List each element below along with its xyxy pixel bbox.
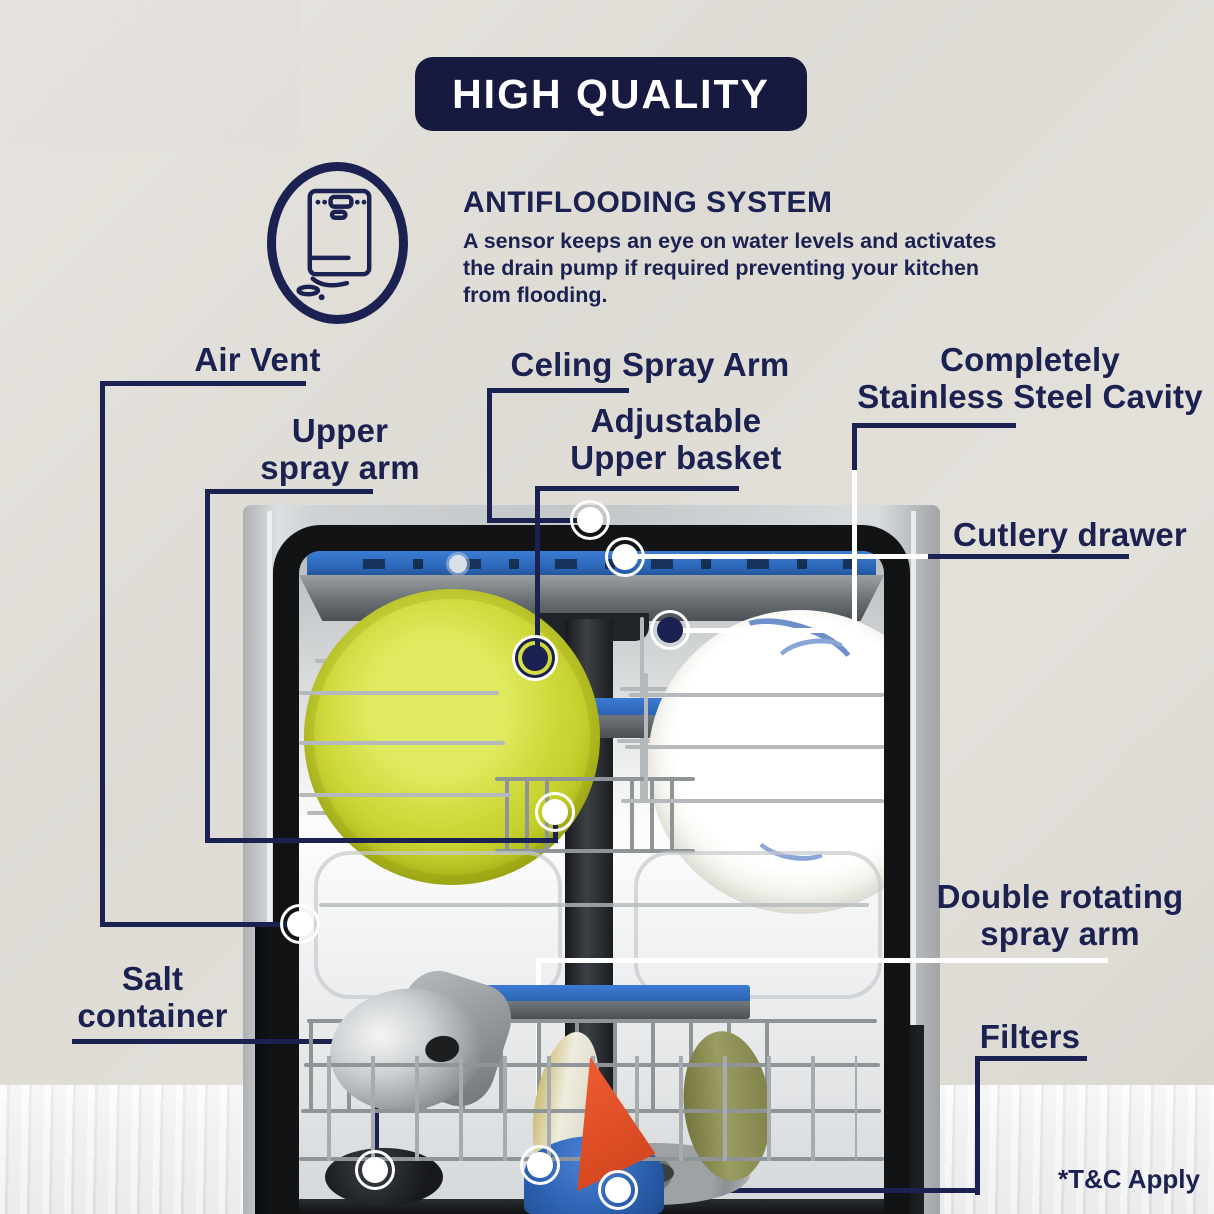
feature-description: A sensor keeps an eye on water levels an…: [463, 228, 1023, 309]
label-air-vent: Air Vent: [194, 341, 321, 378]
label-upper-spray-arm: Upper spray arm: [260, 412, 420, 486]
callout-line-stainless-cavity: [852, 423, 857, 473]
feature-description-line: the drain pump if required preventing yo…: [463, 256, 980, 280]
dishwasher-opening-frame: [273, 525, 910, 1214]
callout-dot-filters: [598, 1170, 638, 1210]
callout-dot-salt-container: [355, 1150, 395, 1190]
callout-line-ceiling-spray-arm: [487, 518, 582, 523]
cup-cage-wire: [525, 779, 529, 851]
callout-dot-upper-spray-arm: [535, 792, 575, 832]
lower-rack-handle: [440, 985, 750, 1019]
callout-dot-ceiling-spray-arm: [570, 500, 610, 540]
callout-line-salt-container: [72, 1039, 378, 1044]
body-highlight-left: [267, 511, 272, 1214]
antiflooding-dishwasher-icon: [267, 162, 408, 324]
callout-dot-air-vent: [280, 904, 320, 944]
dishwasher-photo: [243, 505, 940, 1214]
label-salt-container: Salt container: [77, 960, 228, 1034]
label-ceiling-spray-arm: Celing Spray Arm: [510, 346, 790, 383]
feature-title: ANTIFLOODING SYSTEM: [463, 186, 833, 219]
callout-line-ceiling-spray-arm: [487, 388, 629, 393]
callout-line-air-vent: [100, 381, 105, 927]
label-cutlery-drawer: Cutlery drawer: [953, 516, 1187, 553]
feature-description-line: A sensor keeps an eye on water levels an…: [463, 229, 997, 253]
callout-line-adjustable-upper-basket: [535, 486, 540, 651]
rack-front-wire: [644, 673, 648, 803]
rack-front-wire: [625, 745, 884, 749]
feature-description-line: from flooding.: [463, 283, 608, 307]
callout-line-filters: [975, 1056, 980, 1195]
cup-cage-wire: [630, 779, 634, 851]
cup-cage-wire: [505, 779, 509, 851]
stainless-cavity: [299, 551, 884, 1214]
callout-line-air-vent: [100, 922, 290, 927]
rack-front-wire: [299, 793, 511, 797]
rack-front-wire: [629, 693, 884, 697]
cup-cage-wire: [670, 779, 674, 851]
callout-dot-cutlery-drawer: [605, 537, 645, 577]
label-adjustable-upper-basket: Adjustable Upper basket: [570, 402, 782, 476]
callout-line-upper-spray-arm: [205, 838, 557, 843]
rack-front-wire: [299, 741, 505, 745]
callout-line-cutlery-drawer: [925, 554, 1129, 559]
callout-dot-adjustable-upper-basket: [515, 638, 555, 678]
callout-line-cutlery-drawer-white: [633, 554, 928, 559]
callout-line-adjustable-upper-basket: [535, 486, 739, 491]
cup-cage-wire: [650, 779, 654, 851]
callout-line-stainless-cavity-white: [678, 628, 857, 633]
wall-texture: [0, 0, 300, 150]
callout-dot-stainless-cavity: [650, 610, 690, 650]
mid-rail-wire: [319, 903, 869, 907]
callout-line-double-rotating-white: [538, 958, 1108, 963]
cutlery-silhouettes: [327, 559, 857, 569]
rack-front-wire: [621, 799, 884, 803]
handle-blue-strip: [440, 985, 750, 1001]
green-plate: [304, 589, 600, 885]
callout-line-ceiling-spray-arm: [487, 388, 492, 523]
callout-line-filters: [975, 1056, 1087, 1061]
label-stainless-steel-cavity: Completely Stainless Steel Cavity: [857, 341, 1203, 415]
label-filters: Filters: [979, 1018, 1081, 1055]
high-quality-badge: HIGH QUALITY: [415, 57, 807, 131]
callout-line-upper-spray-arm: [205, 489, 373, 494]
callout-line-upper-spray-arm: [205, 489, 210, 843]
callout-line-stainless-cavity-white: [852, 470, 857, 633]
body-highlight-right: [911, 511, 916, 1214]
badge-label: HIGH QUALITY: [452, 70, 770, 117]
white-plate: [648, 610, 884, 914]
gear-icon: [449, 555, 467, 573]
handle-gray-body: [440, 1001, 750, 1019]
door-liner-molding: [634, 851, 882, 999]
terms-footnote: *T&C Apply: [1057, 1164, 1200, 1194]
callout-dot-double-rotating-spray-arm: [520, 1145, 560, 1185]
cup-cage-wire: [495, 849, 695, 853]
rack-front-wire: [299, 691, 499, 695]
cup-cage-wire: [495, 777, 695, 781]
callout-line-air-vent: [100, 381, 306, 386]
callout-line-stainless-cavity: [852, 423, 1016, 428]
label-double-rotating-spray-arm: Double rotating spray arm: [936, 878, 1184, 952]
callout-line-filters: [625, 1188, 980, 1193]
